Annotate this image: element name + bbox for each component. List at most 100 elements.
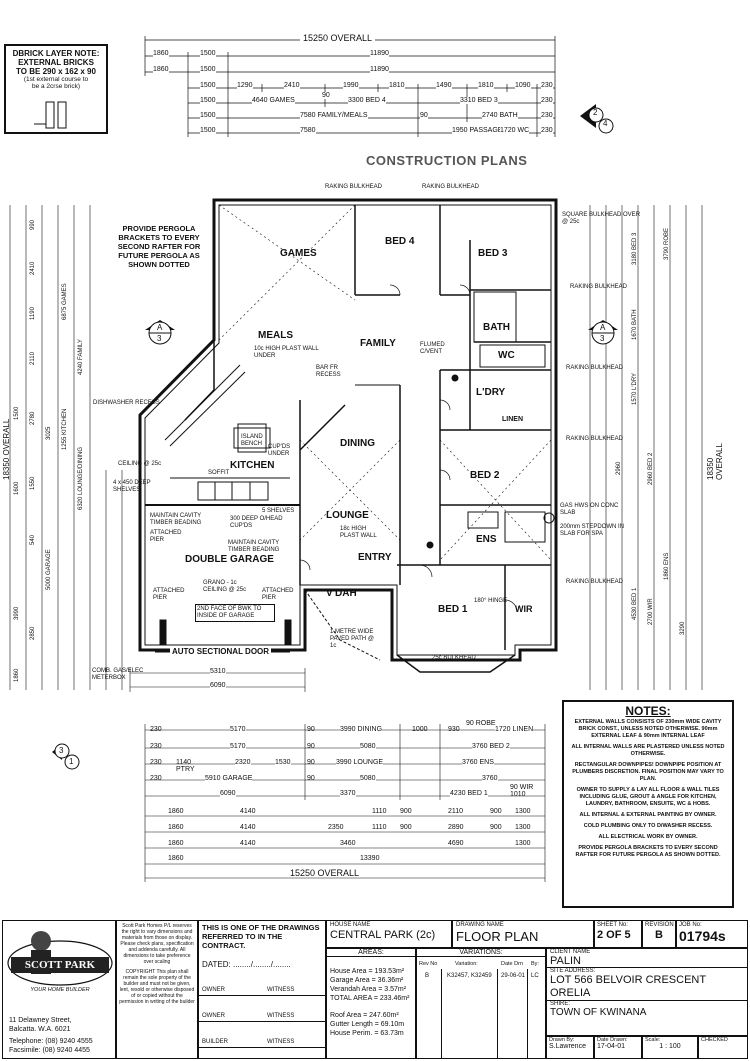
brickwork-face-label: 2ND FACE OF BWK TO INSIDE OF GARAGE [195, 604, 275, 622]
top-dim-r3-2: 2410 [284, 82, 300, 89]
bot-dim: 6090 [220, 790, 236, 797]
right-dim: 1860 ENS [664, 552, 670, 580]
client-site-cell: CLIENT NAME PALIN SITE ADDRESS: LOT 566 … [546, 948, 748, 1036]
by-label: By: [531, 961, 539, 967]
top-dim-r4-1: 4640 GAMES [252, 97, 295, 104]
site-address-line2: ORELIA [550, 987, 591, 999]
bot-dim: 90 ROBE [466, 720, 496, 727]
left-dim: 3025 [46, 426, 52, 440]
room-games: GAMES [280, 248, 317, 259]
bot-dim: 1300 [515, 840, 531, 847]
top-dim-r4-4: 3310 BED 3 [460, 97, 498, 104]
bot-dim: 1140 PTRY [176, 759, 195, 773]
bot-dim: 2350 [328, 824, 344, 831]
bot-dim: 1860 [168, 855, 184, 862]
note-item: PROVIDE PERGOLA BRACKETS TO EVERY SECOND… [575, 845, 721, 858]
bot-dim: 3460 [340, 840, 356, 847]
note-item: COLD PLUMBING ONLY TO D/WASHER RECESS. [583, 823, 713, 829]
bot-dim: 90 [307, 759, 315, 766]
left-dim: 6875 GAMES [62, 283, 68, 320]
checked-cell: CHECKED [698, 1036, 748, 1059]
bar-fridge-recess-label: BAR FR RECESS [316, 365, 341, 378]
bot-dim: 230 [150, 726, 162, 733]
top-dim-r2-2: 11890 [370, 66, 389, 73]
top-dim-r1-0: 1860 [153, 50, 169, 57]
bot-dim: 2110 [448, 808, 464, 815]
left-dim: 5000 GARAGE [46, 549, 52, 590]
raking-bulkhead-label: RAKING BULKHEAD [566, 436, 624, 442]
room-bed2: BED 2 [470, 470, 500, 481]
attached-pier-label: ATTACHED PIER [262, 588, 294, 601]
drawn-by-cell: Drawn By: S.Lawrence [546, 1036, 594, 1059]
job-number: 01794s [679, 928, 726, 944]
date-drn-value: 29-06-01 [501, 973, 526, 979]
section-marker-3: 3 [59, 746, 64, 755]
construction-plans-heading: CONSTRUCTION PLANS [366, 153, 528, 168]
bot-dim: 90 WIR 1010 [510, 784, 534, 798]
scott-park-logo [7, 931, 113, 986]
flumed-vent-label: FLUMED C/VENT [420, 342, 445, 355]
client-label: CLIENT NAME [550, 949, 591, 955]
left-dim: 1190 [30, 307, 36, 320]
grano-ceiling-label: GRANO - 1c CEILING @ 25c [203, 580, 247, 593]
section-marker-4: 4 [603, 119, 608, 128]
right-dim: 2700 WIR [648, 598, 654, 625]
section-a-left: A [157, 323, 163, 332]
disclaimer-text: Scott Park Homes P/L reserves the right … [120, 923, 194, 965]
note-item: RECTANGULAR DOWNPIPES! DOWNPIPE POSITION… [572, 762, 724, 782]
bot-dim: 1860 [168, 824, 184, 831]
note-item: ALL INTERNAL WALLS ARE PLASTERED UNLESS … [571, 744, 725, 757]
bot-dim: 5080 [360, 775, 376, 782]
pergola-note-line: FUTURE PERGOLA AS [118, 251, 200, 260]
disclaimer-cell: Scott Park Homes P/L reserves the right … [116, 920, 198, 1059]
revision-cell: REVISION B [642, 920, 676, 948]
room-bed4: BED 4 [385, 236, 415, 247]
drawn-by-label: Drawn By: [549, 1037, 575, 1043]
bot-dim: 1860 [168, 808, 184, 815]
lounge-wall-label: 18c HIGH PLAST WALL [340, 526, 377, 539]
drawing-name: FLOOR PLAN [456, 929, 539, 944]
section-marker-1: 1 [69, 757, 74, 766]
right-dim: 3790 ROBE [664, 227, 670, 260]
company-address1: 11 Delawney Street, [9, 1017, 72, 1024]
owner-label: OWNER [202, 987, 225, 993]
top-dim-r5-4: 230 [541, 112, 553, 119]
room-kitchen: KITCHEN [230, 460, 275, 471]
total-area: TOTAL AREA = 233.46m² [330, 995, 410, 1002]
raking-bulkhead-label: RAKING BULKHEAD [570, 284, 628, 290]
room-wir: WIR [515, 604, 533, 614]
bot-dim: 230 [150, 759, 162, 766]
date-drawn-label: Date Drawn: [597, 1037, 628, 1043]
bot-dim: 900 [400, 808, 412, 815]
title-block: SCOTT PARK YOUR HOME BUILDER 11 Delawney… [0, 918, 750, 1061]
house-area: House Area = 193.53m² [330, 968, 405, 975]
bot-dim: 1110 [372, 824, 387, 831]
section-marker-bottom [52, 743, 80, 770]
variation-label: Variation: [455, 961, 478, 967]
revision-value: B [655, 929, 663, 941]
bot-dim: 230 [150, 775, 162, 782]
checked-label: CHECKED [701, 1037, 728, 1043]
brick-layer-note: DBRICK LAYER NOTE: EXTERNAL BRICKS TO BE… [4, 44, 108, 134]
site-address-line1: LOT 566 BELVOIR CRESCENT [550, 974, 707, 986]
raking-bulkhead-label: RAKING BULKHEAD [325, 184, 383, 190]
top-dim-r1-2: 11890 [370, 50, 389, 57]
ceiling-label: CEILING @ 25c [118, 461, 162, 467]
top-dim-r6-4: 230 [541, 127, 553, 134]
witness-label: WITNESS [267, 987, 295, 993]
witness-label: WITNESS [267, 1013, 295, 1019]
room-bed3: BED 3 [478, 248, 508, 259]
pergola-note-line: PROVIDE PERGOLA [122, 224, 196, 233]
top-dim-r4-2: 90 [322, 92, 330, 99]
house-perimeter: House Perim. = 63.73m [330, 1030, 404, 1037]
dated-field[interactable]: DATED: ......../......../........ [202, 960, 291, 969]
raking-bulkhead-label: RAKING BULKHEAD [566, 365, 624, 371]
bot-dim: 3760 BED 2 [472, 743, 510, 750]
right-overall-dim: 18350 OVERALL [706, 443, 724, 480]
job-cell: JOB No: 01794s [676, 920, 748, 948]
house-name-cell: HOUSE NAME CENTRAL PARK (2c) [326, 920, 452, 948]
section-marker-top [580, 104, 614, 134]
right-dim: 3180 BED 3 [632, 232, 638, 265]
auto-sectional-door: AUTO SECTIONAL DOOR [170, 647, 272, 656]
pergola-note-line: SHOWN DOTTED [128, 260, 190, 269]
